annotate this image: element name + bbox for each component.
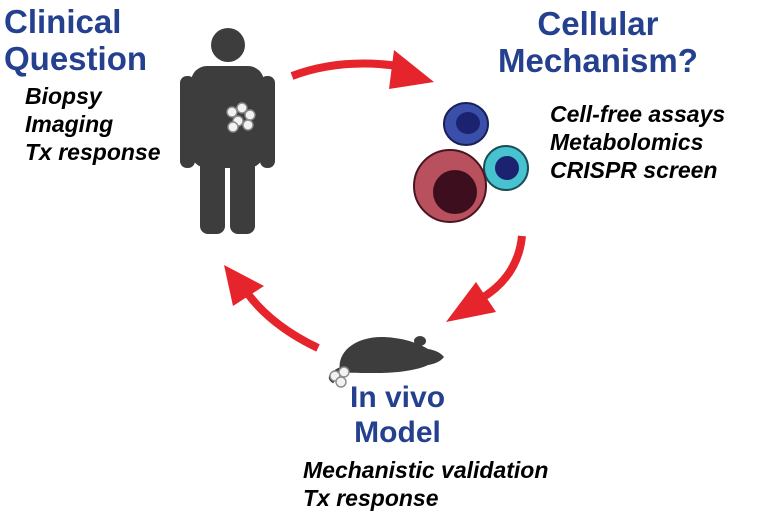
invivo-item-tx-response: Tx response <box>303 485 439 511</box>
mouse-icon <box>328 336 444 388</box>
invivo-items: Mechanistic validation Tx response <box>303 456 548 512</box>
clinical-item-tx-response: Tx response <box>25 139 161 165</box>
cellular-title-line1: Cellular <box>537 5 659 42</box>
clinical-items: Biopsy Imaging Tx response <box>25 82 161 166</box>
cellular-title-line2: Mechanism? <box>498 42 698 79</box>
invivo-item-mechanistic-validation: Mechanistic validation <box>303 457 549 483</box>
cell-blue <box>443 102 489 146</box>
cellular-items: Cell-free assays Metabolomics CRISPR scr… <box>550 100 725 184</box>
human-figure-icon <box>180 28 275 234</box>
clinical-question-title: Clinical Question <box>4 3 147 77</box>
clinical-item-imaging: Imaging <box>25 111 114 137</box>
cell-cluster-icon <box>413 102 529 223</box>
arrow-to-clinical <box>224 265 320 352</box>
cellular-item-metabolomics: Metabolomics <box>550 129 704 155</box>
arrow-to-invivo <box>446 235 526 322</box>
cellular-item-cell-free-assays: Cell-free assays <box>550 101 726 127</box>
invivo-model-title: In vivo Model <box>350 380 445 450</box>
cell-red <box>413 149 487 223</box>
invivo-title-line2: Model <box>354 416 441 449</box>
clinical-title-line2: Question <box>4 40 148 77</box>
cellular-item-crispr-screen: CRISPR screen <box>550 157 718 183</box>
arrow-to-cellular <box>290 50 434 89</box>
clinical-item-biopsy: Biopsy <box>25 83 102 109</box>
invivo-title-line1: In vivo <box>350 381 446 414</box>
cellular-mechanism-title: Cellular Mechanism? <box>498 5 698 79</box>
cell-teal <box>483 145 529 191</box>
clinical-title-line1: Clinical <box>4 3 122 40</box>
